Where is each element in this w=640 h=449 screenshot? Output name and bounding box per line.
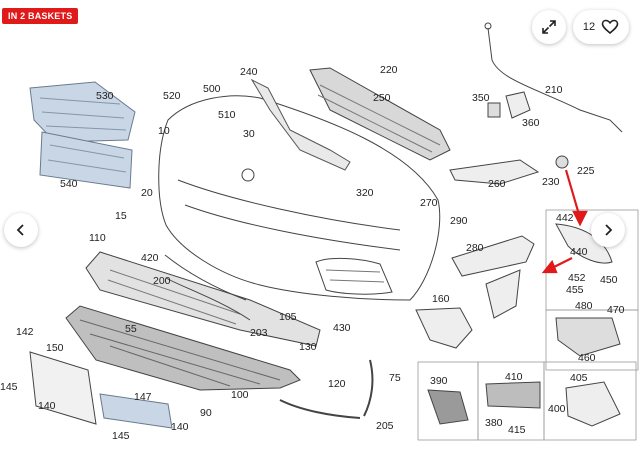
part-label: 120 [328, 378, 346, 390]
part-147-drawing [99, 393, 173, 429]
part-label: 220 [380, 64, 398, 76]
part-label: 20 [141, 187, 153, 199]
part-label: 480 [575, 300, 593, 312]
part-label: 240 [240, 66, 258, 78]
favorite-button[interactable]: 12 [573, 10, 629, 44]
part-label: 145 [112, 430, 130, 442]
part-label: 130 [299, 341, 317, 353]
part-label: 55 [125, 323, 137, 335]
annotation-arrow-1 [564, 169, 582, 219]
part-label: 405 [570, 372, 588, 384]
part-label: 460 [578, 352, 596, 364]
part-label: 90 [200, 407, 212, 419]
part-label: 147 [134, 391, 152, 403]
part-label: 225 [577, 165, 595, 177]
part-210-drawing [484, 22, 623, 133]
part-160-drawing [415, 307, 473, 349]
part-280-drawing [451, 235, 535, 277]
part-label: 415 [508, 424, 526, 436]
part-360-drawing [505, 91, 531, 119]
part-label: 455 [566, 284, 584, 296]
part-label: 440 [570, 246, 588, 258]
part-label: 75 [389, 372, 401, 384]
part-label: 110 [89, 232, 106, 244]
expand-image-button[interactable] [532, 10, 566, 44]
part-140-drawing [29, 351, 97, 425]
part-540-drawing [39, 131, 133, 189]
part-390-drawing [427, 389, 469, 425]
part-label: 142 [16, 326, 34, 338]
part-label: 290 [450, 215, 468, 227]
part-470-drawing [485, 269, 521, 319]
part-label: 260 [488, 178, 506, 190]
detail-panel [417, 209, 639, 441]
favorite-count: 12 [582, 21, 596, 33]
previous-image-button[interactable] [4, 213, 38, 247]
part-label: 15 [115, 210, 127, 222]
part-75-drawing [363, 359, 374, 417]
part-label: 500 [203, 83, 221, 95]
part-label: 400 [548, 403, 566, 415]
chevron-left-icon [16, 224, 24, 236]
part-225-drawing [555, 155, 569, 169]
part-label: 442 [556, 212, 574, 224]
heart-icon [601, 19, 619, 35]
part-label: 390 [430, 375, 448, 387]
part-480-drawing [555, 317, 621, 357]
part-label: 140 [38, 400, 56, 412]
part-label: 205 [376, 420, 394, 432]
part-label: 540 [60, 178, 78, 190]
part-410-drawing [485, 381, 541, 409]
part-label: 160 [432, 293, 450, 305]
part-240-drawing [250, 78, 351, 171]
part-405-drawing [565, 381, 621, 427]
part-label: 30 [243, 128, 255, 140]
part-label: 140 [171, 421, 189, 433]
part-label: 420 [141, 252, 159, 264]
part-440-drawing [555, 223, 613, 264]
part-205-drawing [279, 399, 361, 419]
part-200-drawing [165, 277, 251, 321]
part-label: 230 [542, 176, 560, 188]
part-10-bumper-drawing [158, 95, 441, 301]
part-260-drawing [449, 159, 540, 185]
part-label: 270 [420, 197, 438, 209]
annotation-arrows [541, 169, 588, 274]
part-label: 210 [545, 84, 563, 96]
part-label: 530 [96, 90, 114, 102]
part-label: 350 [472, 92, 490, 104]
part-label: 100 [231, 389, 249, 401]
part-label: 10 [158, 125, 170, 137]
next-image-button[interactable] [591, 213, 625, 247]
part-label: 203 [250, 327, 268, 339]
part-label: 520 [163, 90, 181, 102]
part-350-drawing [487, 102, 501, 118]
basket-count-badge: IN 2 BASKETS [2, 8, 79, 24]
part-label: 280 [466, 242, 484, 254]
part-label: 200 [153, 275, 171, 287]
part-labels: 530 520 500 510 10 30 240 220 250 350 21… [0, 64, 625, 442]
part-label: 510 [218, 109, 236, 121]
part-label: 360 [522, 117, 540, 129]
part-label: 450 [600, 274, 618, 286]
part-label: 105 [279, 311, 297, 323]
part-100-grille-drawing [65, 305, 301, 391]
part-label: 470 [607, 304, 625, 316]
part-label: 320 [356, 187, 374, 199]
part-label: 380 [485, 417, 503, 429]
part-label: 145 [0, 381, 18, 393]
part-label: 150 [46, 342, 64, 354]
expand-arrows-icon [542, 20, 556, 34]
part-530-drawing [29, 81, 136, 143]
part-label: 430 [333, 322, 351, 334]
part-250-drawing [309, 67, 451, 161]
part-label: 250 [373, 92, 391, 104]
part-label: 410 [505, 371, 523, 383]
part-420-drawing [164, 254, 247, 301]
chevron-right-icon [605, 224, 613, 236]
part-label: 452 [568, 272, 586, 284]
part-110-drawing [85, 251, 321, 347]
